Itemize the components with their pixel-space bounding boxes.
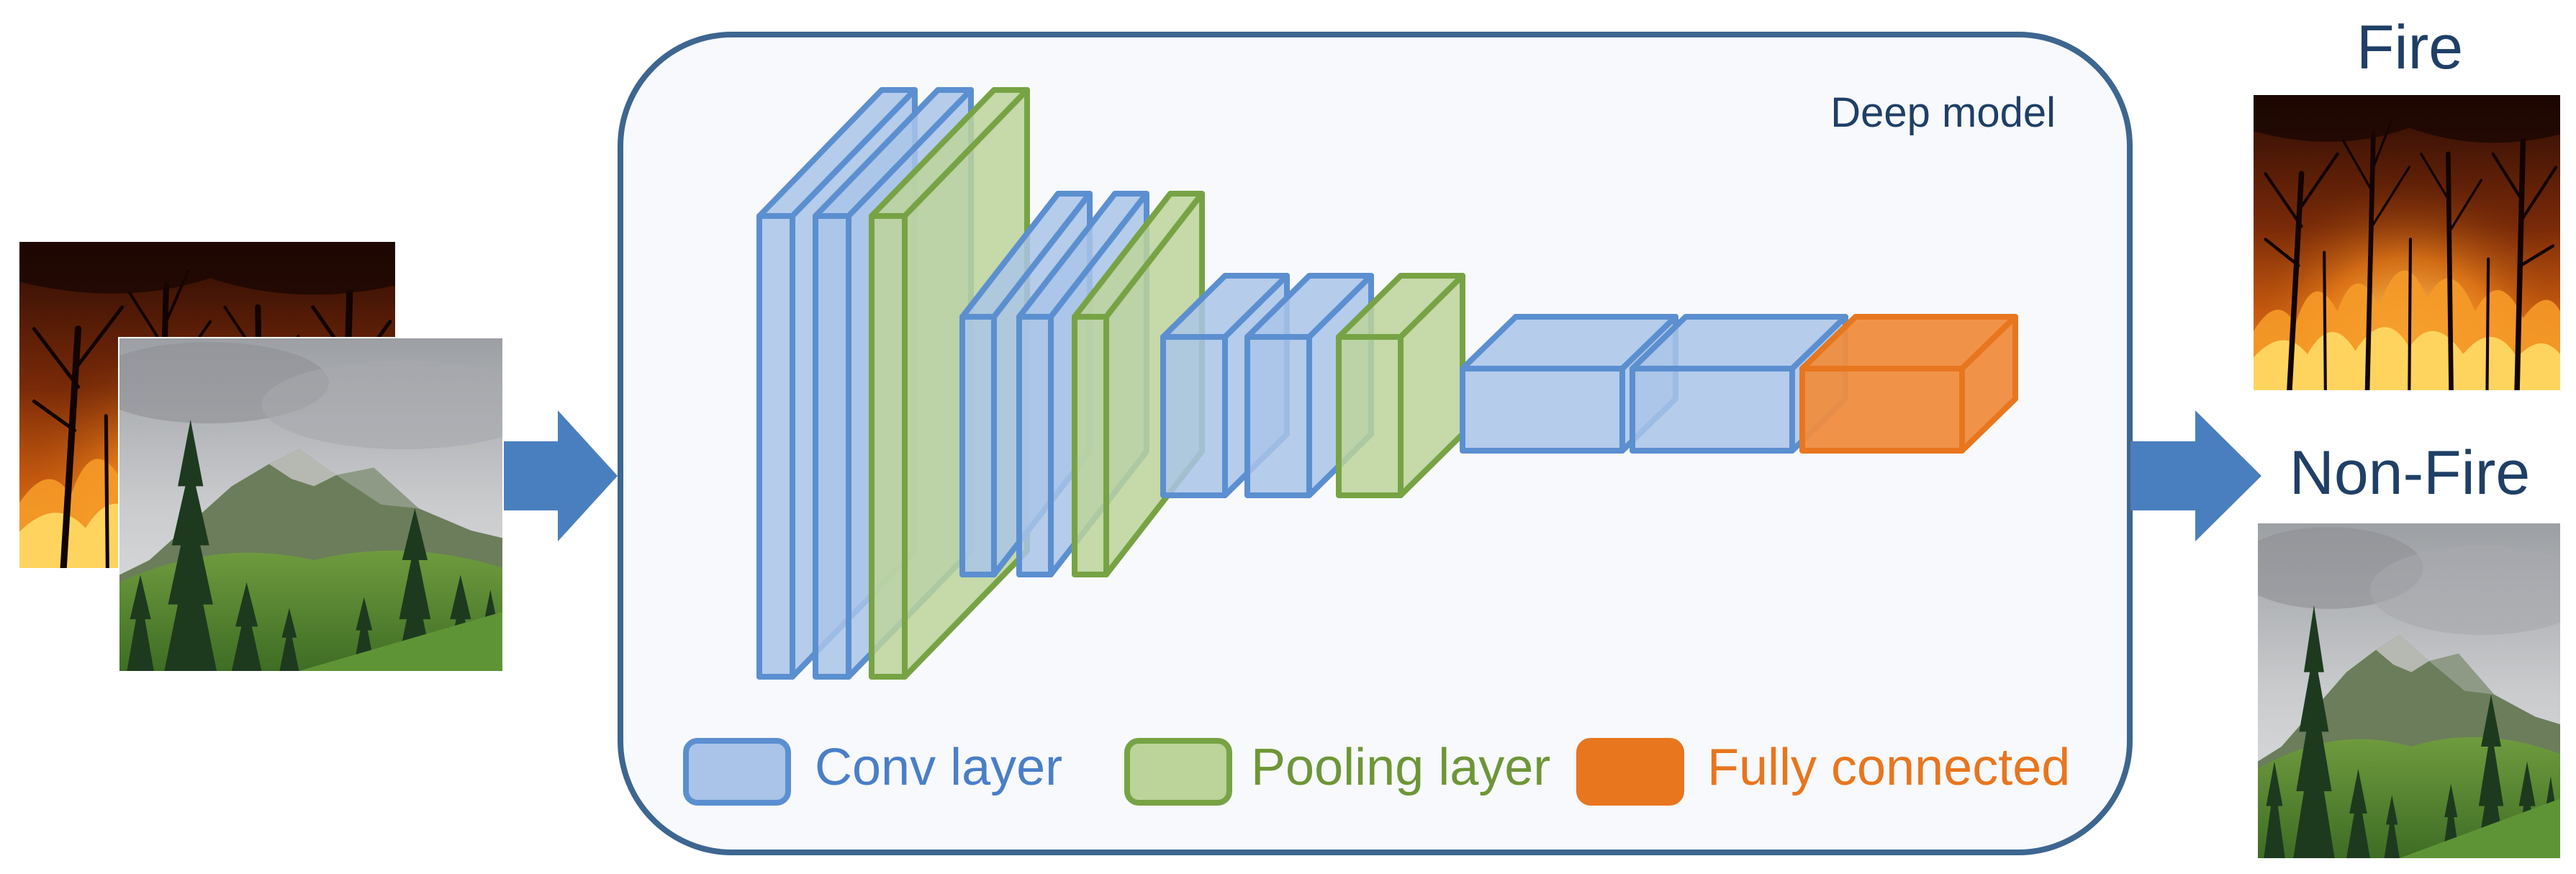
fc-legend-swatch (1576, 738, 1684, 806)
input-arrow-icon (504, 410, 618, 541)
pooling-layer-box-3 (1336, 273, 1465, 498)
non-fire-label: Non-Fire (2290, 438, 2531, 508)
conv-layer-box-8 (1630, 314, 1848, 454)
legend: Conv layer Pooling layer Fully connected (683, 738, 2070, 806)
fully-connected-box-1 (1799, 314, 2018, 454)
output-mountain-photo-icon (2258, 523, 2560, 858)
network-layers (756, 87, 2018, 680)
pool-legend-swatch (1124, 738, 1232, 806)
input-images (19, 242, 504, 672)
conv-legend-label: Conv layer (815, 739, 1062, 796)
outputs: Fire Non-Fire (2234, 13, 2560, 858)
pool-legend-label: Pooling layer (1251, 739, 1550, 796)
conv-legend-swatch (683, 738, 791, 806)
output-fire-photo-icon (2254, 95, 2560, 390)
fc-legend-label: Fully connected (1707, 739, 2070, 796)
output-arrow-icon (2130, 410, 2261, 541)
mountain-forest-photo-icon (118, 337, 504, 672)
fire-label: Fire (2356, 13, 2463, 82)
deep-model-label: Deep model (1830, 89, 2056, 136)
